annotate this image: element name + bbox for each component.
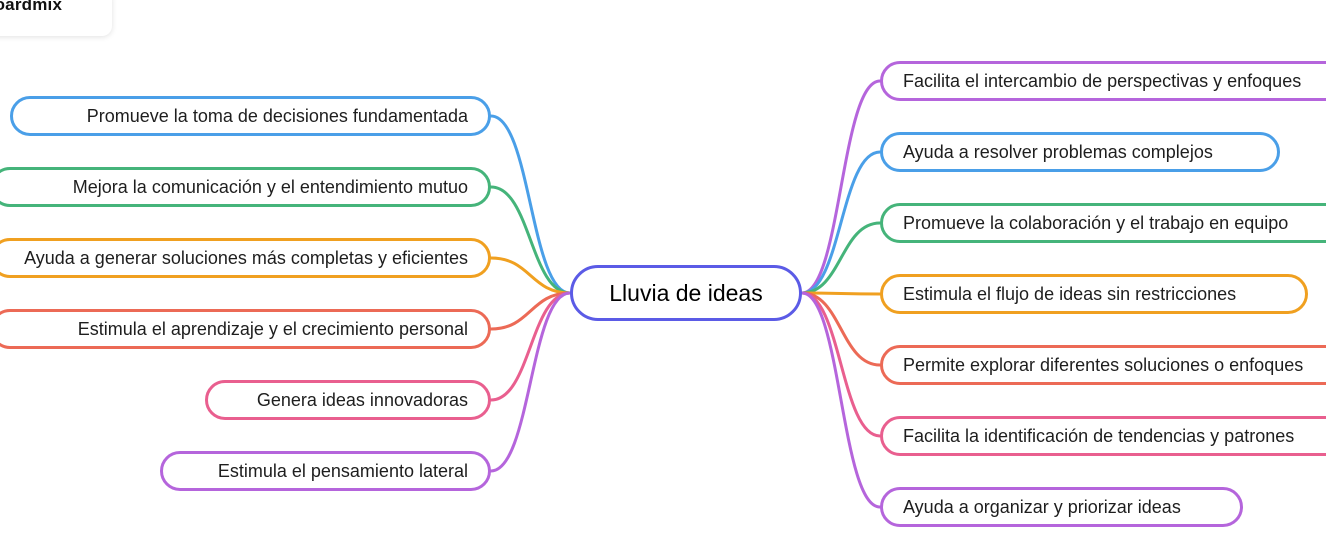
connector-left-0 (489, 114, 572, 295)
connector-right-3 (800, 291, 882, 296)
connector-right-6 (800, 291, 882, 509)
topic-ayuda-resolver-problemas[interactable]: Ayuda a resolver problemas complejos (880, 132, 1280, 172)
topic-genera-ideas-innovadoras[interactable]: Genera ideas innovadoras (205, 380, 491, 420)
topic-permite-explorar[interactable]: Permite explorar diferentes soluciones o… (880, 345, 1326, 385)
topic-facilita-intercambio[interactable]: Facilita el intercambio de perspectivas … (880, 61, 1326, 101)
topic-mejora-comunicacion[interactable]: Mejora la comunicación y el entendimient… (0, 167, 491, 207)
connector-right-4 (800, 291, 882, 367)
connector-right-5 (800, 291, 882, 438)
connector-left-5 (489, 291, 572, 473)
topic-facilita-identificacion[interactable]: Facilita la identificación de tendencias… (880, 416, 1326, 456)
topic-promueve-toma-decisiones[interactable]: Promueve la toma de decisiones fundament… (10, 96, 491, 136)
boardmix-logo[interactable]: boardmix (0, 0, 112, 36)
topic-estimula-aprendizaje[interactable]: Estimula el aprendizaje y el crecimiento… (0, 309, 491, 349)
central-topic[interactable]: Lluvia de ideas (570, 265, 802, 321)
topic-estimula-pensamiento-lateral[interactable]: Estimula el pensamiento lateral (160, 451, 491, 491)
topic-promueve-colaboracion[interactable]: Promueve la colaboración y el trabajo en… (880, 203, 1326, 243)
topic-ayuda-generar-soluciones[interactable]: Ayuda a generar soluciones más completas… (0, 238, 491, 278)
topic-estimula-flujo-ideas[interactable]: Estimula el flujo de ideas sin restricci… (880, 274, 1308, 314)
connector-left-1 (489, 185, 572, 295)
connector-left-3 (489, 291, 572, 331)
connector-right-0 (800, 79, 882, 295)
connector-right-1 (800, 150, 882, 295)
connector-left-4 (489, 291, 572, 402)
logo-text: boardmix (0, 0, 63, 14)
connector-left-2 (489, 256, 572, 295)
topic-ayuda-organizar[interactable]: Ayuda a organizar y priorizar ideas (880, 487, 1243, 527)
connector-right-2 (800, 221, 882, 295)
